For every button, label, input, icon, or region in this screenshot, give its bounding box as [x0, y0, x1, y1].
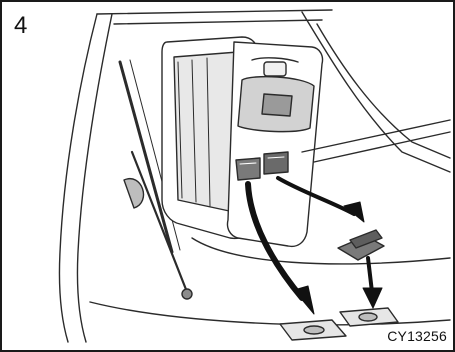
- tonneau-bracket: [338, 230, 384, 260]
- cargo-area-illustration: [2, 2, 453, 350]
- arrowhead-bracket-down: [363, 288, 382, 308]
- floor-hooks: [280, 308, 398, 340]
- arrowhead-left: [294, 286, 314, 314]
- seat-cushion-panel: [227, 42, 322, 246]
- step-number: 4: [14, 14, 27, 38]
- figure-code: CY13256: [387, 329, 447, 343]
